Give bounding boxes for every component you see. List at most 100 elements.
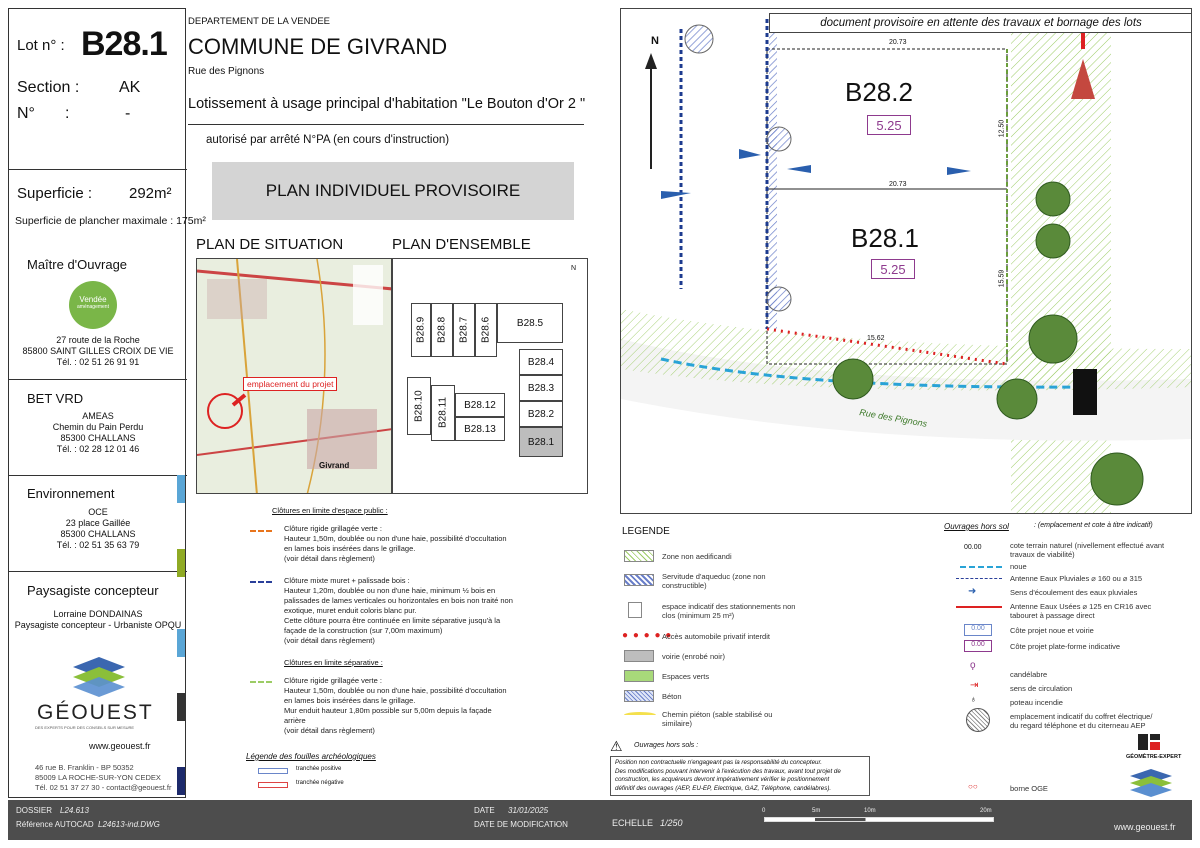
ouvrages-flow: Sens d'écoulement des eaux pluviales <box>1010 588 1138 597</box>
scale-bar <box>764 817 994 822</box>
fouille-positive-label: tranchée positive <box>296 766 342 772</box>
geouest-small-logo-icon <box>1130 769 1172 797</box>
legend-swatch-aqueduc <box>624 574 654 586</box>
cloture-item3-l2: en lames bois insérées dans le grillage. <box>284 696 416 705</box>
lot-b28-7: B28.7 <box>453 303 475 357</box>
legend-swatch-aedificandi <box>624 550 654 562</box>
footer-web[interactable]: www.geouest.fr <box>1114 822 1176 832</box>
legend-pieton: Chemin piéton (sable stabilisé ou simila… <box>662 710 773 728</box>
candelabre-icon: ϙ <box>970 660 976 671</box>
scale-20m: 20m <box>980 808 992 814</box>
legend-parking: espace indicatif des stationnements non … <box>662 602 796 620</box>
plancher-text: Superficie de plancher maximale : 175m² <box>15 215 206 227</box>
plan-dim-side-top: 12.50 <box>998 119 1006 138</box>
legend-verts: Espaces verts <box>662 672 710 681</box>
footer-dossier-label: DOSSIER <box>16 806 53 815</box>
geouest-logo-icon <box>73 657 125 697</box>
maitre-title: Maître d'Ouvrage <box>27 257 128 272</box>
plan-north: N <box>651 35 659 47</box>
geouest-address: 46 rue B. Franklin - BP 50352 85009 LA R… <box>35 763 171 793</box>
env-tel: Tél. : 02 51 35 63 79 <box>56 540 140 550</box>
cloture-item3-l0: Clôture rigide grillagée verte : <box>284 676 382 685</box>
ouvrages-cote-plateforme: Côte projet plate-forme indicative <box>1010 642 1121 651</box>
legend-aqueduc: Servitude d'aqueduc (zone non constructi… <box>662 572 766 590</box>
ouvrages-box-noue: 0.00 <box>964 624 992 636</box>
color-bar-green <box>177 549 185 577</box>
warning-box: Position non contractuelle n'engageant p… <box>610 756 870 796</box>
legend-swatch-verts <box>624 670 654 682</box>
geouest-tagline: DES EXPERTS POUR DES CONSEILS SUR MESURE <box>35 725 135 730</box>
lot-b28-6: B28.6 <box>475 303 497 357</box>
geometre-logo-icon <box>1138 734 1160 750</box>
cloture-green-line <box>250 681 272 683</box>
warning-l0: Position non contractuelle n'engageant p… <box>615 759 822 766</box>
dept-label: DEPARTEMENT DE LA VENDEE <box>188 16 331 27</box>
ensemble-north: N <box>571 265 577 272</box>
paysagiste-role: Paysagiste concepteur - Urbaniste OPQU <box>14 620 182 630</box>
ensemble-title: PLAN D'ENSEMBLE <box>392 236 531 253</box>
givrand-label: Givrand <box>319 461 350 470</box>
n-colon: : <box>65 105 70 122</box>
ouvrages-circulation: sens de circulation <box>1010 684 1073 693</box>
ouvrages-eu-line <box>956 606 1002 608</box>
lot-b28-3: B28.3 <box>519 375 563 401</box>
legend-swatch-pieton <box>624 712 656 718</box>
footer-modif: - <box>554 820 557 829</box>
paysagiste-info: Lorraine DONDAINAS Paysagiste concepteur… <box>9 609 187 631</box>
env-street: 23 place Gaillée <box>65 518 131 528</box>
cloture-orange-line <box>250 530 272 532</box>
lot-number: B28.1 <box>81 25 168 63</box>
footer-autocad: L24613-ind.DWG <box>98 820 160 829</box>
situation-map: emplacement du projet Givrand <box>196 258 392 494</box>
plan-dim-side-bot: 15.59 <box>998 269 1006 288</box>
env-info: OCE 23 place Gaillée 85300 CHALLANS Tél.… <box>9 507 187 551</box>
bet-info: AMEAS Chemin du Pain Perdu 85300 CHALLAN… <box>9 411 187 455</box>
cloture-item1-l3: (voir détail dans règlement) <box>284 554 375 563</box>
cloture-item2-l2: palissades de lames verticales ou horizo… <box>284 596 513 605</box>
lot-label: Lot n° : <box>17 37 65 54</box>
plan-dim-top: 20.73 <box>889 39 907 46</box>
plan-title-box: PLAN INDIVIDUEL PROVISOIRE <box>212 162 574 220</box>
sidebar: Lot n° : B28.1 Section : AK N° : - Super… <box>8 8 206 798</box>
plan-lot-b28-2: B28.2 <box>845 77 913 107</box>
vendee-logo-text: Vendée <box>79 295 107 304</box>
ouvrages-box-plateforme: 0.00 <box>964 640 992 652</box>
superficie-value: 292m² <box>129 185 172 202</box>
plan-lot-b28-2-value: 5.25 <box>867 115 911 135</box>
cloture-item1-l1: Hauteur 1,50m, doublée ou non d'une haie… <box>284 534 507 543</box>
cloture-item2-l6: (voir détail dans règlement) <box>284 636 375 645</box>
ouvrages-note: : (emplacement et cote à titre indicatif… <box>1034 522 1153 529</box>
maitre-address: 27 route de la Roche 85800 SAINT GILLES … <box>9 335 187 368</box>
clotures-sep-title: Clôtures en limite séparative : <box>284 658 383 667</box>
footer-date-label: DATE <box>474 806 495 815</box>
lot-b28-4: B28.4 <box>519 349 563 375</box>
circulation-icon: ⇥ <box>970 680 979 691</box>
bet-street: Chemin du Pain Perdu <box>52 422 144 432</box>
scale-0: 0 <box>762 808 766 814</box>
color-bar-blue <box>177 475 185 503</box>
legend-swatch-voirie <box>624 650 654 662</box>
plan-dim-front: 15.62 <box>867 335 885 342</box>
arrete-text: autorisé par arrêté N°PA (en cours d'ins… <box>206 134 450 146</box>
geouest-contact: Tél. 02 51 37 27 30 - contact@geouest.fr <box>35 783 172 792</box>
paysagiste-title: Paysagiste concepteur <box>27 583 159 598</box>
geouest-web[interactable]: www.geouest.fr <box>89 741 151 751</box>
ouvrages-sample-cote: 00.00 <box>964 544 982 551</box>
color-bar-navy <box>177 767 185 795</box>
borne-icon: ○○ <box>968 782 978 791</box>
cloture-item3-l4: arrière <box>284 716 306 725</box>
legend-swatch-acces: ● ● ● ● ● <box>622 630 673 641</box>
ouvrages-ep-line <box>956 578 1002 579</box>
ouvrages-eu: Antenne Eaux Usées ⌀ 125 en CR16 avec ta… <box>1010 602 1152 620</box>
warning-title: Ouvrages hors sols : <box>634 742 699 749</box>
ensemble-plan: N B28.9 B28.8 B28.7 B28.6 B28.5 B28.4 B2… <box>392 258 588 494</box>
cloture-item2-l5: façade de la construction (sur 7,00m max… <box>284 626 443 635</box>
lotissement-title: Lotissement à usage principal d'habitati… <box>188 96 586 112</box>
n-label: N° <box>17 105 35 122</box>
geometre-label: GÉOMÈTRE-EXPERT <box>1126 754 1182 760</box>
coffret-icon <box>966 708 990 732</box>
cloture-item2-l0: Clôture mixte muret + palissade bois : <box>284 576 410 585</box>
legend-acces: Accès automobile privatif interdit <box>662 632 770 641</box>
ouvrages-title: Ouvrages hors sol <box>944 522 1009 531</box>
ouvrages-poteau: poteau incendie <box>1010 698 1063 707</box>
